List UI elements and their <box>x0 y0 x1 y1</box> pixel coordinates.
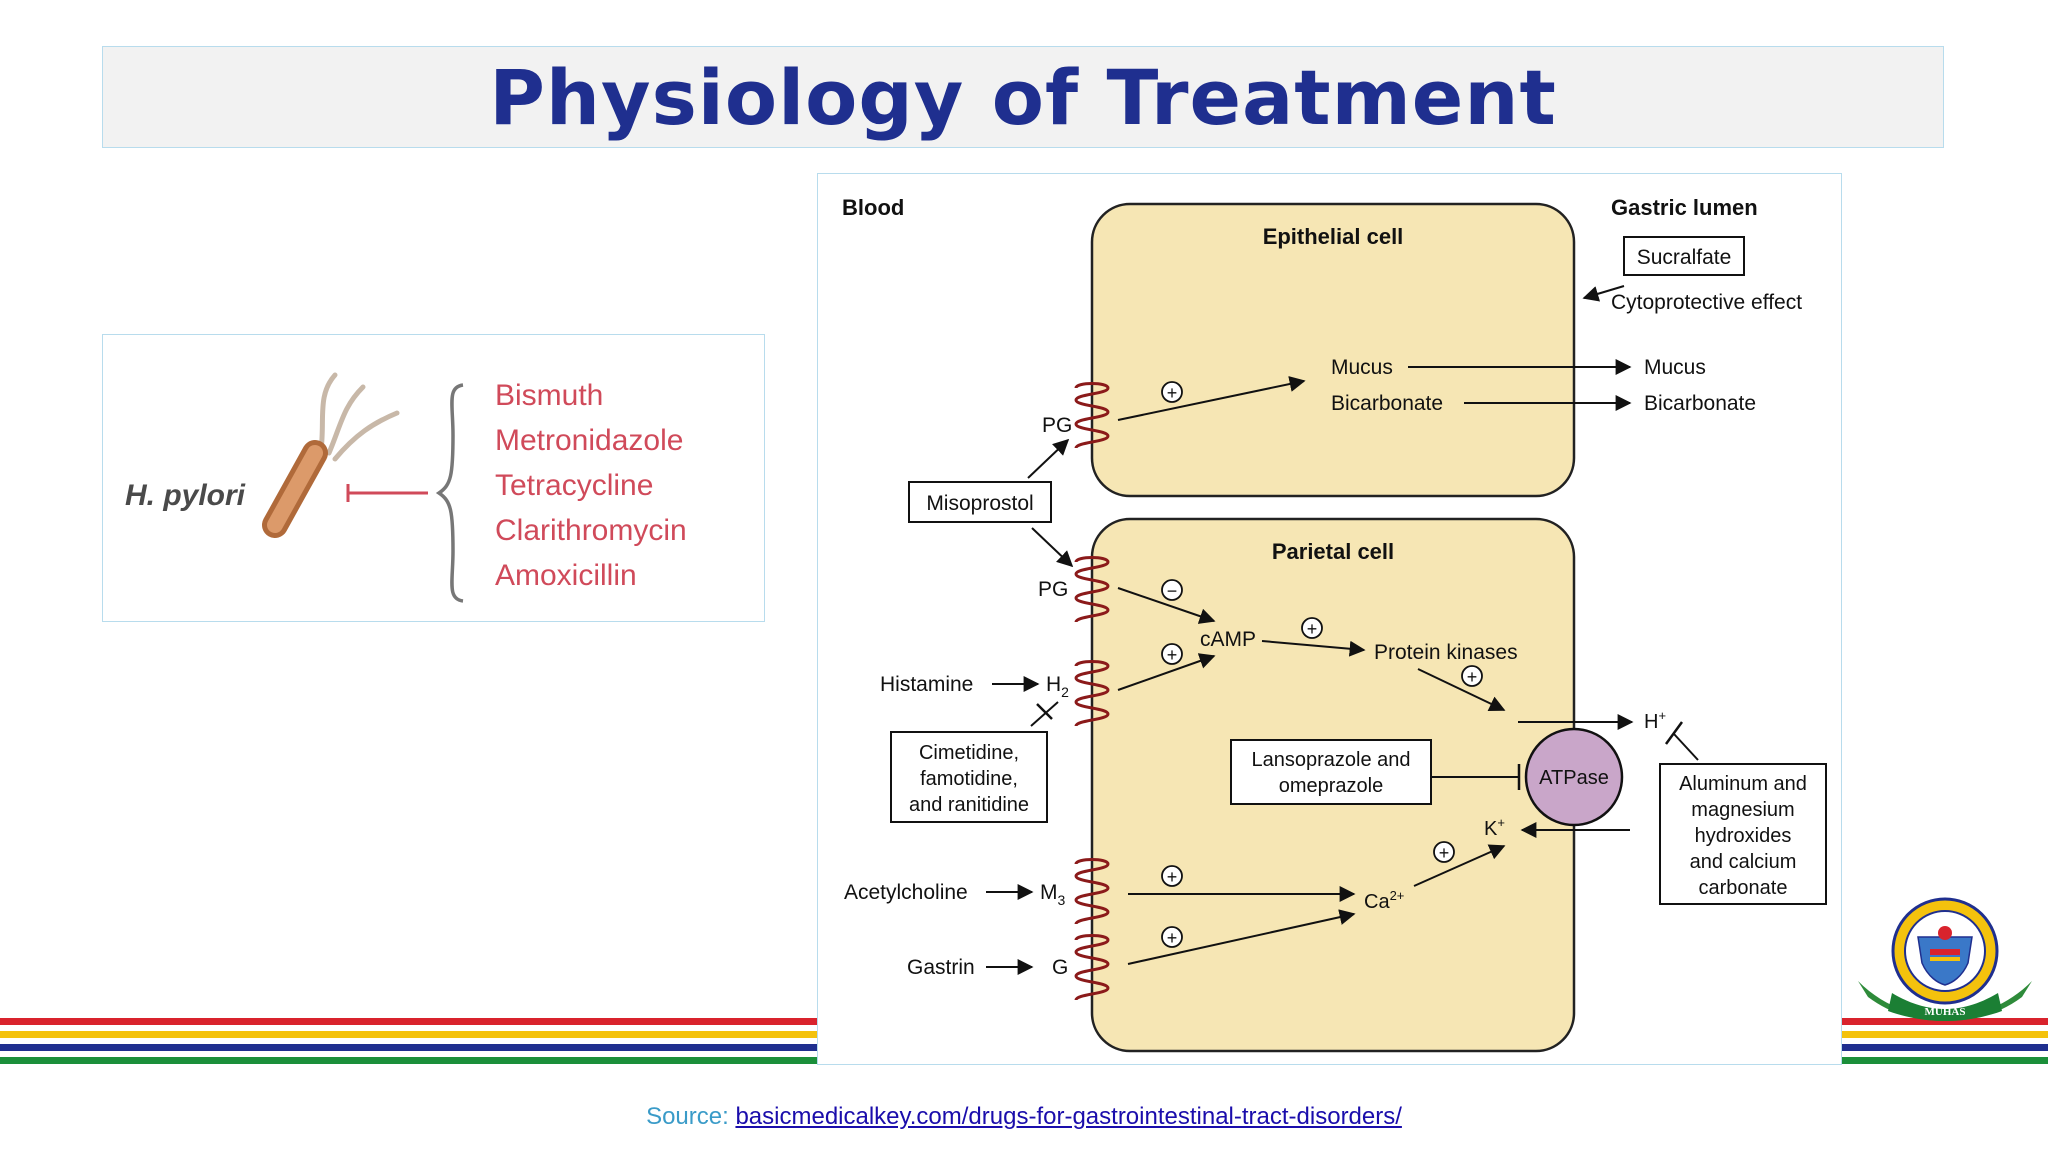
physiology-diagram: Blood Gastric lumen Epithelial cell Pari… <box>842 195 1827 1053</box>
misoprostol-to-pg-bottom-arrow <box>1031 527 1074 568</box>
drug-label: Metronidazole <box>495 424 683 457</box>
atpase-label: ATPase <box>1539 767 1609 789</box>
svg-text:+: + <box>1467 667 1478 687</box>
antacid-label: hydroxides <box>1695 825 1792 847</box>
sucralfate-box <box>1623 236 1745 276</box>
svg-text:+: + <box>1167 645 1178 665</box>
camp-label: cAMP <box>1200 628 1256 651</box>
gastrin-label: Gastrin <box>907 956 975 979</box>
atpase-pump <box>1524 727 1624 827</box>
svg-text:−: − <box>1167 581 1178 601</box>
svg-text:+: + <box>1167 383 1178 403</box>
title-bar: Physiology of Treatment <box>102 46 1944 148</box>
kplus-label: K+ <box>1484 815 1505 840</box>
bicarbonate-label: Bicarbonate <box>1331 392 1443 415</box>
cytoprotective-label: Cytoprotective effect <box>1611 291 1802 314</box>
plus-sign-icon <box>1161 926 1183 948</box>
antacid-label: magnesium <box>1691 799 1794 821</box>
physiology-diagram-panel: Blood Gastric lumen Epithelial cell Pari… <box>817 173 1842 1065</box>
flagellum <box>332 410 400 462</box>
antacids-box <box>1659 763 1827 905</box>
blocker-label: famotidine, <box>920 768 1018 790</box>
bicarbonate-lumen-label: Bicarbonate <box>1644 392 1756 415</box>
antacid-label: and calcium <box>1690 851 1797 873</box>
m3-label: M3 <box>1040 881 1066 908</box>
pg-bottom-label: PG <box>1038 578 1068 601</box>
university-logo: MUHAS <box>1852 893 2038 1023</box>
misoprostol-box <box>908 481 1052 523</box>
epithelial-cell-label: Epithelial cell <box>1263 224 1404 249</box>
flagellum <box>318 372 338 453</box>
misoprostol-to-pg-top-arrow <box>1027 438 1070 479</box>
banner-text: MUHAS <box>1925 1006 1966 1018</box>
pg-receptor-top <box>1074 382 1110 449</box>
banner-icon <box>1888 993 2002 1021</box>
ca-to-atpase-arrow <box>1413 844 1506 887</box>
pg-to-camp-arrow <box>1117 587 1216 624</box>
minus-sign-icon <box>1161 579 1183 601</box>
seal-icon: MUHAS <box>1858 897 2032 1021</box>
pg-top-label: PG <box>1042 414 1072 437</box>
ppi-label: Lansoprazole and <box>1251 749 1410 771</box>
svg-text:+: + <box>1167 867 1178 887</box>
antacid-label: Aluminum and <box>1679 773 1807 795</box>
source-label: Source: <box>646 1103 729 1130</box>
drug-label: Amoxicillin <box>495 559 637 592</box>
plus-sign-icon <box>1433 841 1455 863</box>
flagellum <box>326 384 366 456</box>
kinases-to-atpase-arrow <box>1417 668 1506 712</box>
ppi-label: omeprazole <box>1279 775 1384 797</box>
camp-to-kinases-arrow <box>1261 640 1366 657</box>
gastric-lumen-label: Gastric lumen <box>1611 195 1758 220</box>
h2-blockers-box <box>890 731 1048 823</box>
antacid-inhibit-line <box>1673 733 1699 761</box>
plus-sign-icon <box>1161 865 1183 887</box>
protein-kinases-label: Protein kinases <box>1374 641 1518 664</box>
blood-label: Blood <box>842 195 904 220</box>
blocker-label: Cimetidine, <box>919 742 1019 764</box>
epithelial-cell <box>1090 202 1576 498</box>
h2-to-camp-arrow <box>1117 653 1216 691</box>
m3-receptor <box>1074 858 1110 925</box>
source-citation: Source: basicmedicalkey.com/drugs-for-ga… <box>0 1103 2048 1131</box>
plus-sign-icon <box>1161 643 1183 665</box>
drug-label: Tetracycline <box>495 469 653 502</box>
svg-text:+: + <box>1439 843 1450 863</box>
blocker-label: and ranitidine <box>909 794 1029 816</box>
sucralfate-label: Sucralfate <box>1637 246 1732 269</box>
hpylori-panel: H. pylori Bismuth Metronidazole Tetracyc… <box>102 334 765 622</box>
g-label: G <box>1052 956 1068 979</box>
pg-to-mucus-arrow <box>1117 376 1306 421</box>
mucus-label: Mucus <box>1331 356 1393 379</box>
drug-label: Clarithromycin <box>495 514 687 547</box>
misoprostol-label: Misoprostol <box>926 492 1033 515</box>
histamine-label: Histamine <box>880 673 973 696</box>
parietal-cell-label: Parietal cell <box>1272 539 1394 564</box>
calcium-label: Ca2+ <box>1364 888 1404 913</box>
pg-receptor-bottom <box>1074 556 1110 623</box>
svg-text:+: + <box>1167 928 1178 948</box>
page-title: Physiology of Treatment <box>489 52 1557 142</box>
antacid-label: carbonate <box>1699 877 1788 899</box>
h2-label: H2 <box>1046 673 1069 700</box>
source-link[interactable]: basicmedicalkey.com/drugs-for-gastrointe… <box>735 1103 1402 1130</box>
sucralfate-arrow <box>1582 285 1625 302</box>
plus-sign-icon <box>1461 665 1483 687</box>
plus-sign-icon <box>1301 617 1323 639</box>
g-to-ca-arrow <box>1127 909 1356 965</box>
plus-sign-icon <box>1161 381 1183 403</box>
ppi-box <box>1230 739 1432 805</box>
hplus-label: H+ <box>1644 708 1666 733</box>
hpylori-figure: H. pylori Bismuth Metronidazole Tetracyc… <box>125 372 687 603</box>
svg-text:+: + <box>1307 619 1318 639</box>
h2-blocker-inhibit-line <box>1030 701 1059 727</box>
gastrin-receptor <box>1074 934 1110 1001</box>
h2-receptor <box>1074 660 1110 727</box>
organism-label: H. pylori <box>125 479 246 512</box>
mucus-lumen-label: Mucus <box>1644 356 1706 379</box>
brace-icon <box>435 383 464 603</box>
drug-label: Bismuth <box>495 379 603 412</box>
acetylcholine-label: Acetylcholine <box>844 881 968 904</box>
